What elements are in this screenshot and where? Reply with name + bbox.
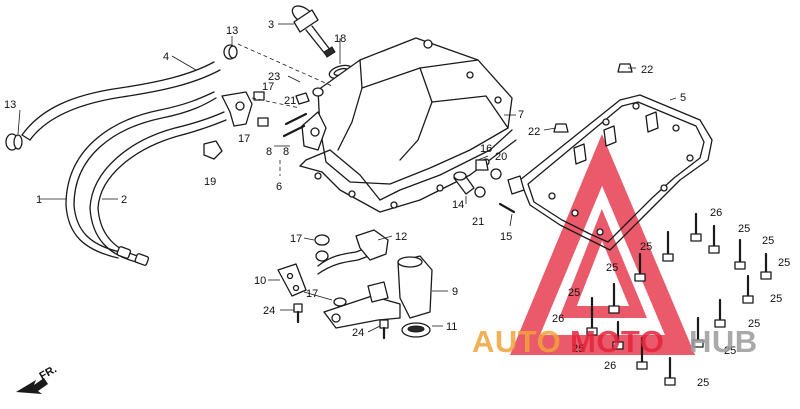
callout-13a: 13 bbox=[4, 99, 16, 111]
callout-5: 5 bbox=[680, 92, 686, 104]
callout-11: 11 bbox=[446, 321, 457, 333]
bolt-24 bbox=[293, 303, 389, 340]
oil-pan-gasket bbox=[507, 94, 713, 251]
callout-25k: 25 bbox=[697, 377, 709, 389]
callout-26a: 26 bbox=[710, 207, 722, 219]
front-marker-label: FR. bbox=[38, 363, 59, 382]
callout-15: 15 bbox=[500, 231, 512, 243]
callout-1: 1 bbox=[36, 194, 42, 206]
callout-6: 6 bbox=[276, 181, 282, 193]
callout-25e: 25 bbox=[606, 262, 618, 274]
oil-pipe bbox=[314, 229, 389, 275]
callout-20: 20 bbox=[495, 151, 507, 163]
callout-26b: 26 bbox=[552, 313, 564, 325]
callout-24b: 24 bbox=[352, 327, 364, 339]
callout-25h: 25 bbox=[748, 318, 760, 330]
stud-bolts bbox=[282, 87, 324, 138]
callout-23: 23 bbox=[268, 71, 280, 83]
oil-pan bbox=[299, 37, 517, 213]
callout-8b: 8 bbox=[283, 146, 289, 158]
callout-25c: 25 bbox=[640, 241, 652, 253]
callout-25f: 25 bbox=[568, 287, 580, 299]
hose-4 bbox=[21, 61, 221, 141]
callout-3: 3 bbox=[268, 19, 274, 31]
watermark-triangle bbox=[510, 134, 696, 355]
hose-clamp-left bbox=[5, 133, 23, 151]
callout-25j: 25 bbox=[572, 343, 584, 355]
callout-16: 16 bbox=[480, 143, 492, 155]
oil-filler-cap bbox=[291, 5, 336, 58]
callout-8a: 8 bbox=[266, 146, 272, 158]
callout-21a: 21 bbox=[284, 95, 296, 107]
cap-nut-upper bbox=[617, 63, 633, 73]
watermark-text-moto: MOTO bbox=[570, 324, 664, 359]
callout-19: 19 bbox=[204, 176, 216, 188]
callout-25b: 25 bbox=[762, 235, 774, 247]
front-direction-arrow: FR. bbox=[16, 363, 59, 394]
watermark-text-auto: AUTO bbox=[472, 324, 561, 359]
callout-25a: 25 bbox=[738, 223, 750, 235]
callout-22b: 22 bbox=[528, 126, 540, 138]
callout-14: 14 bbox=[452, 199, 464, 211]
callout-7: 7 bbox=[518, 109, 524, 121]
hose-bracket bbox=[203, 91, 269, 160]
callout-4: 4 bbox=[163, 51, 169, 63]
callout-26c: 26 bbox=[604, 360, 616, 372]
watermark-text-hub: HUB bbox=[689, 324, 758, 359]
callout-25d: 25 bbox=[778, 257, 790, 269]
strainer-gasket bbox=[401, 322, 431, 338]
callout-2: 2 bbox=[121, 194, 127, 206]
callout-22a: 22 bbox=[641, 64, 653, 76]
callout-17b: 17 bbox=[238, 133, 250, 145]
callout-10: 10 bbox=[254, 275, 266, 287]
callout-17c: 17 bbox=[290, 233, 302, 245]
callout-18: 18 bbox=[334, 33, 346, 45]
drain-bolt bbox=[453, 159, 516, 214]
callout-12: 12 bbox=[395, 231, 407, 243]
leader-lines bbox=[17, 23, 677, 333]
callout-9: 9 bbox=[452, 286, 458, 298]
callout-24a: 24 bbox=[263, 305, 275, 317]
oil-pan-bolts bbox=[586, 212, 772, 386]
callout-25g: 25 bbox=[770, 293, 782, 305]
breather-hose-2 bbox=[89, 111, 227, 266]
watermark-logo: AUTO MOTO HUB bbox=[472, 324, 758, 359]
callout-13b: 13 bbox=[226, 25, 238, 37]
callout-17d: 17 bbox=[306, 288, 318, 300]
breather-hose-1 bbox=[65, 91, 217, 259]
callout-17a: 17 bbox=[262, 81, 274, 93]
callout-21b: 21 bbox=[472, 216, 484, 228]
callout-25i: 25 bbox=[724, 345, 736, 357]
bracket-10 bbox=[277, 263, 307, 297]
hose-clamp-top bbox=[223, 44, 238, 60]
oil-strainer bbox=[323, 255, 433, 329]
callout-labels: 1 2 3 4 5 6 7 8 8 9 10 11 12 13 13 14 15… bbox=[4, 19, 790, 389]
cap-nut-lower bbox=[553, 123, 569, 133]
